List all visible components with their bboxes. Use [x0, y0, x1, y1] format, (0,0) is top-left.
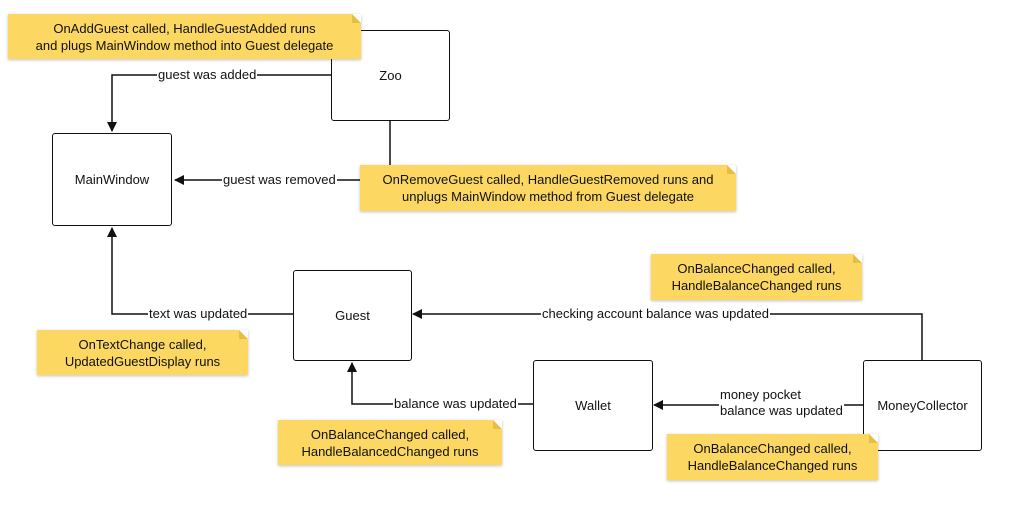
node-zoo-label: Zoo [379, 68, 402, 83]
note-balance-wallet-line2: HandleBalanceChanged runs [687, 458, 858, 473]
node-wallet[interactable]: Wallet [533, 360, 653, 451]
note-balance-top-line2: HandleBalanceChanged runs [671, 278, 842, 293]
label-balance-updated: balance was updated [393, 396, 518, 411]
label-money-pocket: money pocket balance was updated [719, 387, 844, 419]
label-checking-balance: checking account balance was updated [541, 306, 770, 321]
note-balance-wallet: OnBalanceChanged called, HandleBalanceCh… [667, 434, 878, 480]
label-guest-added: guest was added [157, 67, 258, 82]
note-balance-top: OnBalanceChanged called, HandleBalanceCh… [651, 254, 862, 300]
edge-checking-balance [412, 309, 923, 361]
node-main-window[interactable]: MainWindow [52, 133, 172, 226]
node-wallet-label: Wallet [575, 398, 611, 413]
edge-text-updated [107, 227, 293, 315]
note-remove-guest-line1: OnRemoveGuest called, HandleGuestRemoved… [382, 172, 714, 187]
note-balance-guest-line1: OnBalanceChanged called, [310, 426, 470, 442]
label-money-pocket-line1: money pocket [720, 387, 801, 402]
note-add-guest-line2: and plugs MainWindow method into Guest d… [35, 37, 334, 53]
note-balance-guest: OnBalanceChanged called, HandleBalancedC… [278, 420, 502, 465]
note-text-change-line1: OnTextChange called, [78, 336, 207, 352]
note-remove-guest-line2: unplugs MainWindow method from Guest del… [402, 189, 694, 204]
node-guest[interactable]: Guest [293, 270, 412, 361]
note-add-guest-line1: OnAddGuest called, HandleGuestAdded runs [53, 20, 316, 36]
note-add-guest: OnAddGuest called, HandleGuestAdded runs… [8, 14, 361, 59]
edge-guest-added [107, 74, 331, 132]
label-guest-removed: guest was removed [222, 172, 337, 187]
node-money-collector[interactable]: MoneyCollector [863, 360, 982, 451]
note-balance-wallet-line1: OnBalanceChanged called, [693, 441, 852, 456]
note-balance-top-line1: OnBalanceChanged called, [677, 261, 836, 276]
label-money-pocket-line2: balance was updated [720, 403, 843, 418]
node-main-window-label: MainWindow [74, 172, 150, 187]
label-text-updated: text was updated [148, 306, 249, 321]
note-text-change-line2: UpdatedGuestDisplay runs [64, 353, 221, 369]
note-remove-guest: OnRemoveGuest called, HandleGuestRemoved… [360, 165, 736, 211]
node-guest-label: Guest [335, 308, 370, 323]
node-money-collector-label: MoneyCollector [877, 398, 968, 413]
note-text-change: OnTextChange called, UpdatedGuestDisplay… [37, 330, 248, 375]
note-balance-guest-line2: HandleBalancedChanged runs [301, 443, 479, 459]
